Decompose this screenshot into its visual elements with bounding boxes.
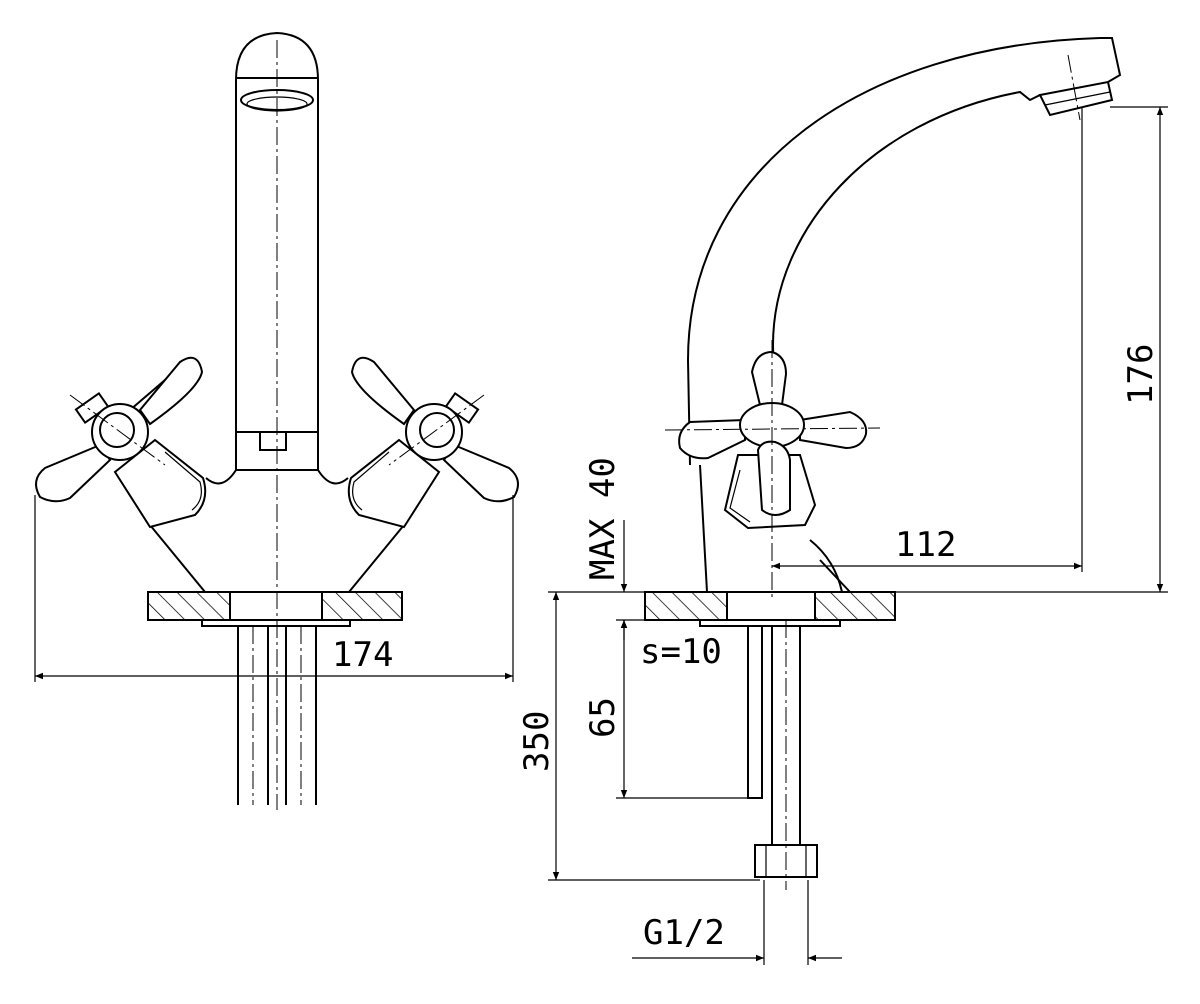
side-view: 176 112 MAX 40 s=10 65 350 (517, 37, 1168, 965)
dimension-65: 65 (583, 619, 756, 799)
dimension-174-label: 174 (332, 635, 393, 675)
front-view: 174 (34, 31, 519, 810)
dimension-max40: MAX 40 (583, 457, 628, 640)
right-valve-handle (347, 356, 519, 529)
front-body (149, 469, 405, 593)
dimension-112-label: 112 (895, 525, 956, 565)
front-mounting-plate (147, 591, 403, 627)
front-supply-hoses (237, 626, 317, 805)
left-valve-handle (35, 356, 207, 529)
side-mounting-plate (644, 591, 896, 627)
dimension-thread-label: G1/2 (643, 913, 725, 953)
dimension-112: 112 (772, 107, 1083, 572)
dimension-176: 176 (1110, 106, 1168, 592)
dimension-350: 350 (517, 592, 760, 881)
side-valve-handle (664, 340, 881, 600)
dimension-max40-label: MAX 40 (583, 457, 623, 580)
dimension-176-label: 176 (1121, 344, 1161, 405)
side-spout (686, 37, 1122, 466)
side-stud-and-hose (747, 620, 818, 890)
dimension-174: 174 (34, 495, 514, 682)
front-spout (235, 31, 319, 471)
dimension-thread: G1/2 (632, 880, 842, 965)
dimension-65-label: 65 (583, 697, 623, 738)
dimension-350-label: 350 (517, 711, 557, 772)
wall-thickness-label: s=10 (640, 632, 722, 672)
